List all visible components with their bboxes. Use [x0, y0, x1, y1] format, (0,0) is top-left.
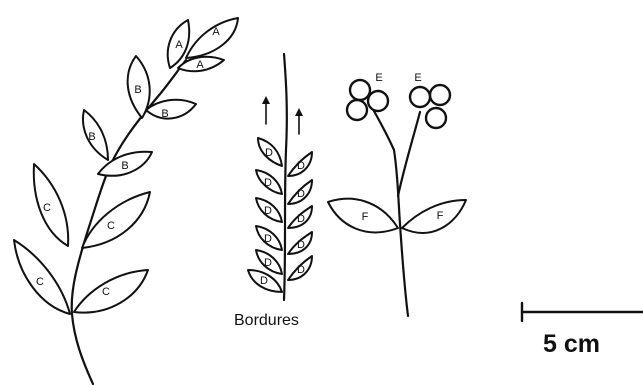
label-d-left-3: D [264, 205, 272, 217]
label-b-lower-left: B [88, 131, 95, 143]
left-compound-leaf: A A A B B B B C C C C [14, 18, 238, 384]
label-b-lower-right: B [121, 160, 128, 172]
label-c-lower-left: C [36, 276, 44, 288]
label-d-right-1: D [297, 160, 305, 172]
label-c-lower-right: C [102, 286, 110, 298]
right-main-stem [394, 150, 408, 316]
leaf-c-upper-left [34, 164, 68, 246]
flower-e-right-right [430, 85, 450, 105]
arrow-left-head [262, 96, 270, 104]
leaf-f-right [402, 200, 466, 233]
arrow-right-head [295, 108, 303, 116]
label-b-upper-right: B [161, 108, 168, 120]
label-c-upper-left: C [43, 202, 51, 214]
flower-e-right-top [410, 87, 430, 107]
flower-e-right-bottom [426, 108, 446, 128]
label-d-right-2: D [297, 188, 305, 200]
flower-e-left-right [368, 91, 388, 111]
leaf-c-lower-right [74, 270, 148, 313]
flower-e-left-top [350, 80, 370, 100]
label-e-left: E [375, 72, 382, 84]
label-f-right: F [437, 210, 444, 222]
label-b-upper-left: B [134, 84, 141, 96]
label-d-right-3: D [297, 213, 305, 225]
scale-bar [522, 303, 643, 321]
label-a-bottom: A [196, 59, 204, 71]
bordures-caption: Bordures [234, 312, 299, 330]
bordures-stem [284, 54, 287, 300]
leaf-a-top-right [186, 18, 238, 58]
bordures-group: D D D D D D D D D D D [248, 54, 312, 300]
label-d-left-4: D [264, 233, 272, 245]
label-a-top-left: A [175, 39, 183, 51]
label-c-upper-right: C [107, 220, 115, 232]
label-a-top-right: A [212, 26, 220, 38]
label-d-right-5: D [297, 264, 305, 276]
label-d-right-4: D [297, 239, 305, 251]
right-branch-right [398, 112, 420, 196]
scale-label: 5 cm [543, 330, 600, 359]
right-plant: E E F F [328, 72, 466, 316]
label-d-left-5: D [264, 257, 272, 269]
label-e-right: E [414, 72, 421, 84]
flower-e-left-bottom [347, 100, 367, 120]
label-d-left-1: D [265, 147, 273, 159]
label-f-left: F [362, 211, 369, 223]
label-d-left-2: D [264, 177, 272, 189]
label-d-left-6: D [260, 275, 268, 287]
